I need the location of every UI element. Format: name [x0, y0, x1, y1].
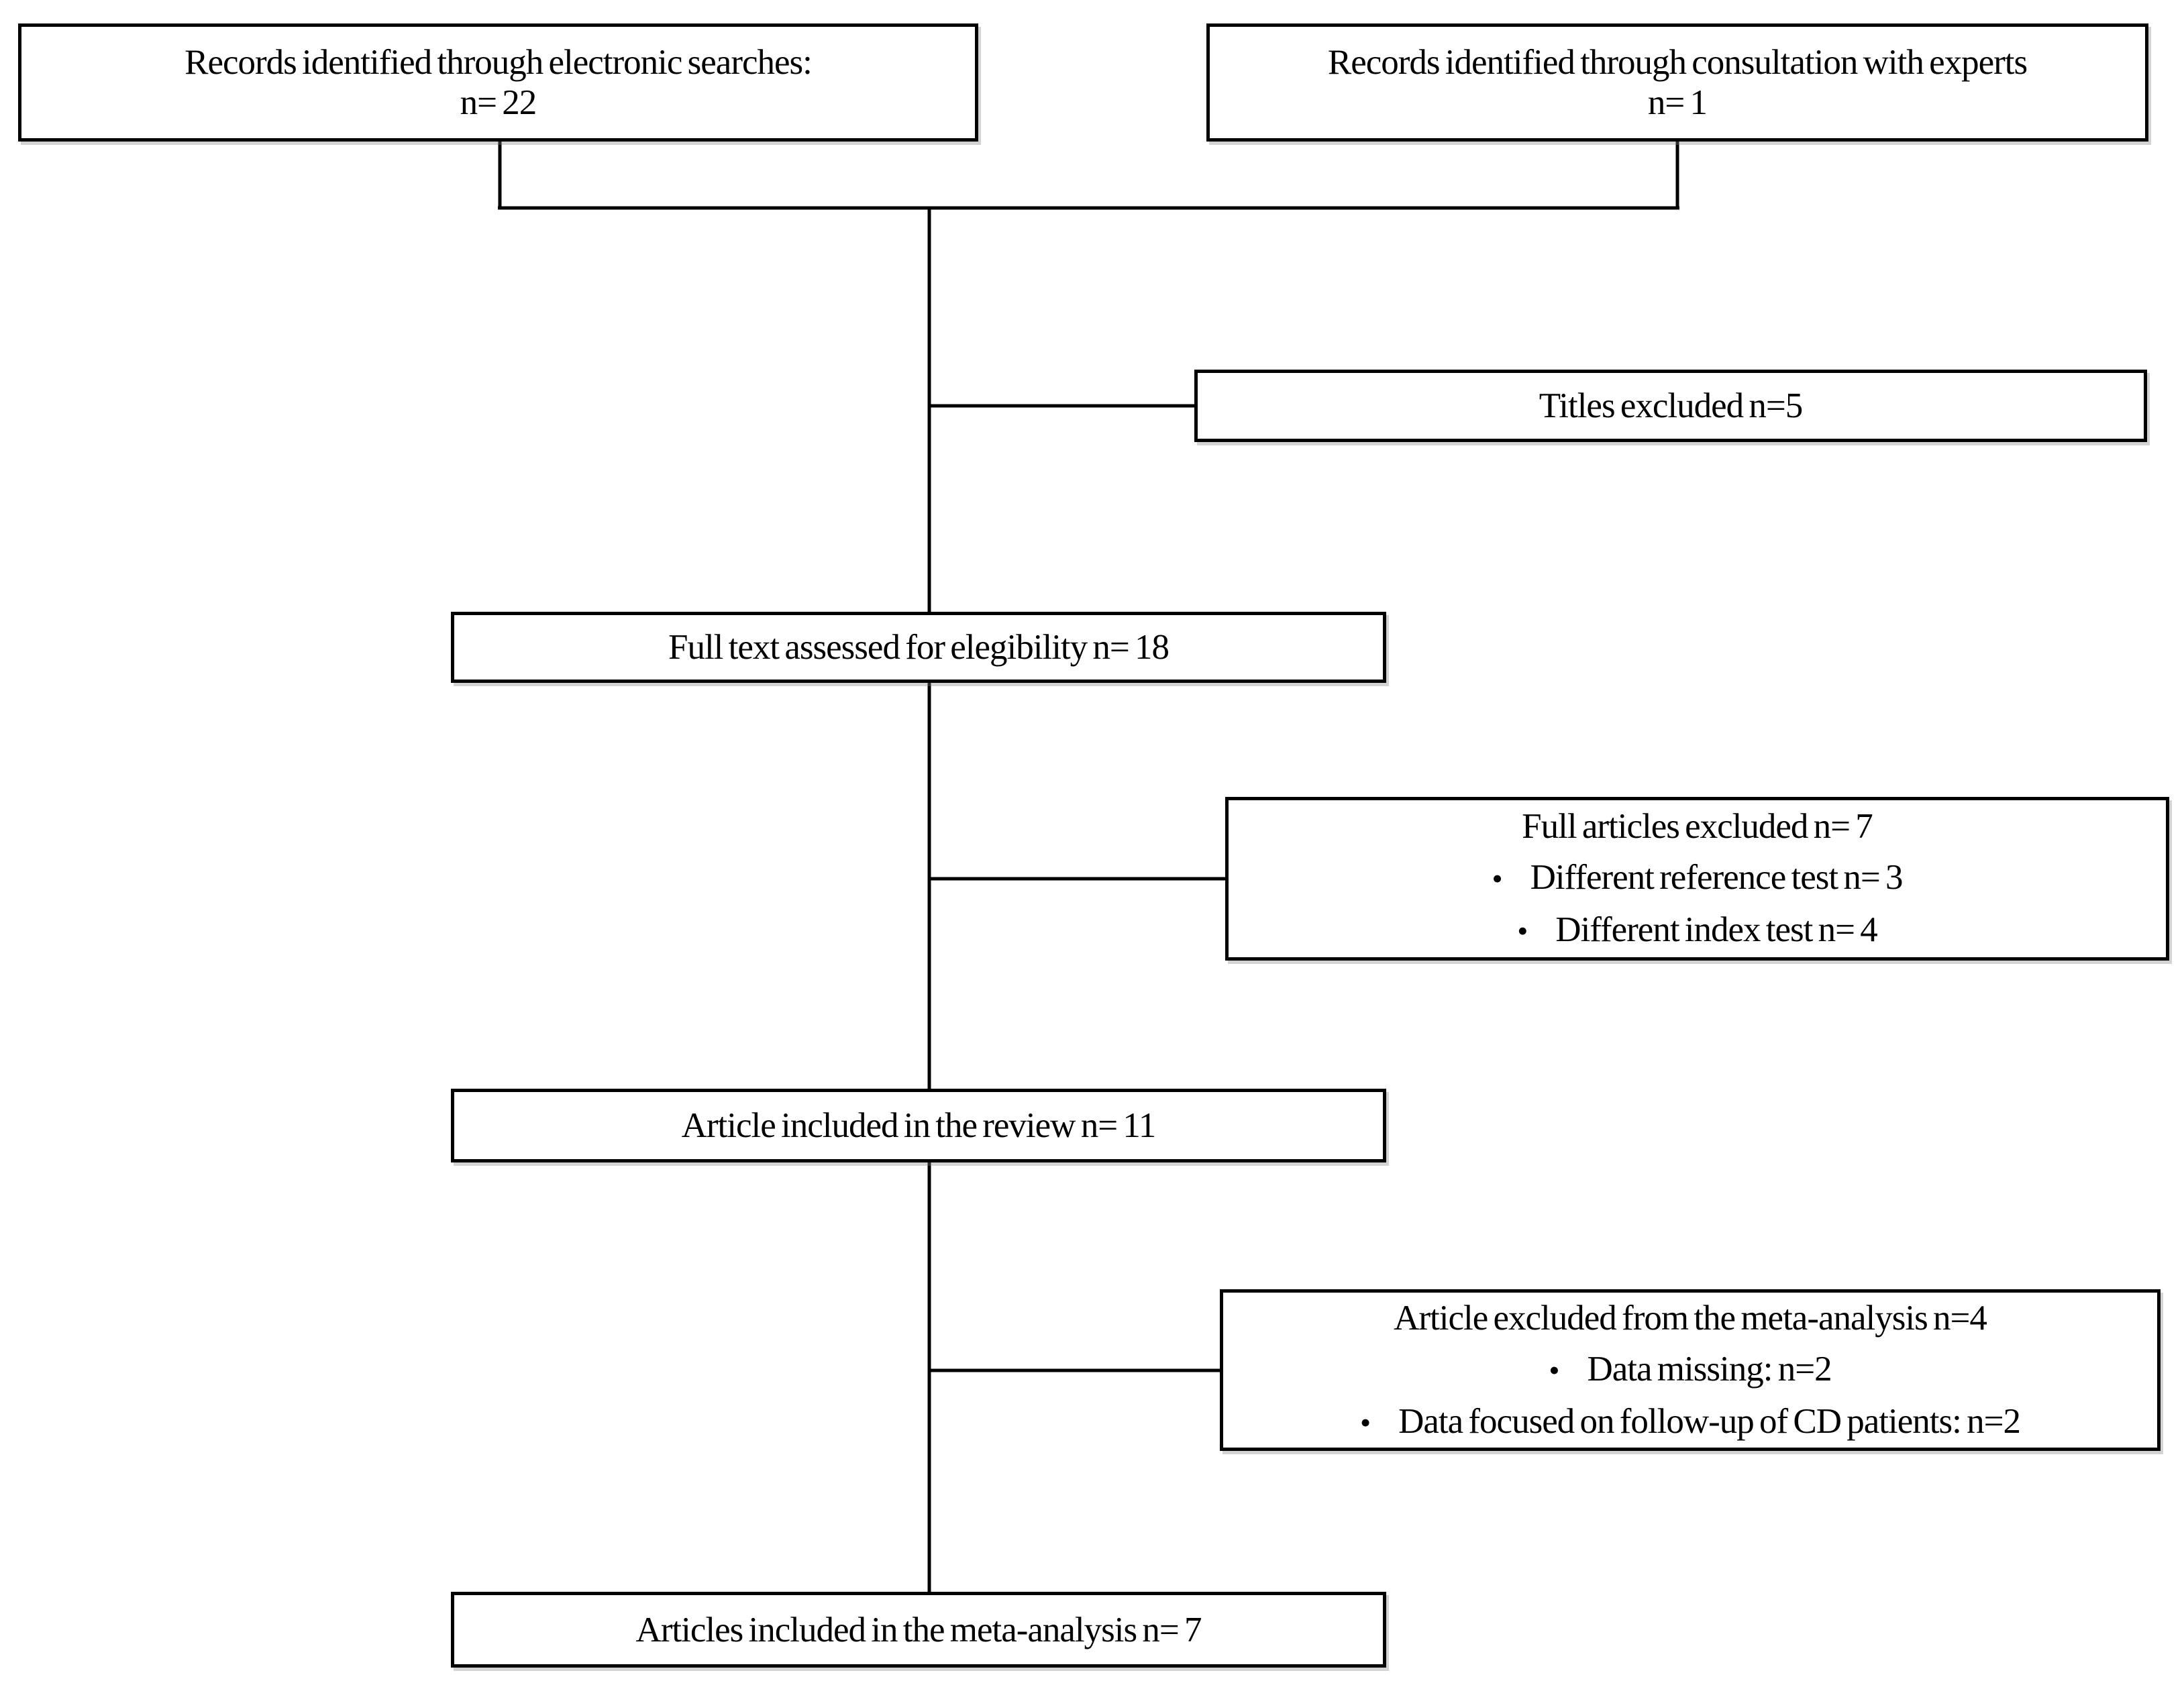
bullet-item: • Data focused on follow-up of CD patien…: [1360, 1396, 2021, 1448]
bullet-text: Data missing: n=2: [1587, 1349, 1832, 1389]
box-text-line: Records identified through consultation …: [1327, 43, 2028, 82]
box-full-text-assessed: Full text assessed for elegibility n= 18: [451, 612, 1386, 683]
bullet-text: Different reference test n= 3: [1530, 858, 1904, 897]
bullet-icon: •: [1360, 1405, 1371, 1440]
bullet-text: Data focused on follow-up of CD patients…: [1398, 1401, 2021, 1441]
box-count-line: n= 1: [1647, 83, 1708, 122]
box-title-line: Full articles excluded n= 7: [1522, 807, 1873, 846]
bullet-item: • Data missing: n=2: [1549, 1344, 1832, 1396]
box-records-expert-consultation: Records identified through consultation …: [1206, 23, 2148, 142]
bullet-text: Different index test n= 4: [1555, 910, 1878, 949]
box-text-line: Records identified through electronic se…: [185, 43, 813, 82]
box-text-line: Titles excluded n=5: [1539, 386, 1804, 425]
bullet-item: • Different index test n= 4: [1517, 904, 1878, 957]
bullet-icon: •: [1549, 1352, 1559, 1387]
bullet-item: • Different reference test n= 3: [1492, 852, 1904, 904]
box-article-excluded-meta-analysis: Article excluded from the meta-analysis …: [1220, 1289, 2161, 1451]
bullet-icon: •: [1492, 861, 1503, 896]
bullet-icon: •: [1517, 914, 1528, 948]
box-records-electronic-searches: Records identified through electronic se…: [18, 23, 978, 142]
box-articles-included-meta-analysis: Articles included in the meta-analysis n…: [451, 1592, 1386, 1668]
box-text-line: Full text assessed for elegibility n= 18: [668, 628, 1169, 667]
box-text-line: Articles included in the meta-analysis n…: [635, 1610, 1202, 1649]
box-title-line: Article excluded from the meta-analysis …: [1394, 1298, 1987, 1338]
box-count-line: n= 22: [460, 83, 537, 122]
box-full-articles-excluded: Full articles excluded n= 7 • Different …: [1225, 797, 2169, 961]
box-text-line: Article included in the review n= 11: [681, 1106, 1157, 1145]
box-article-included-review: Article included in the review n= 11: [451, 1089, 1386, 1162]
box-titles-excluded: Titles excluded n=5: [1194, 370, 2147, 442]
